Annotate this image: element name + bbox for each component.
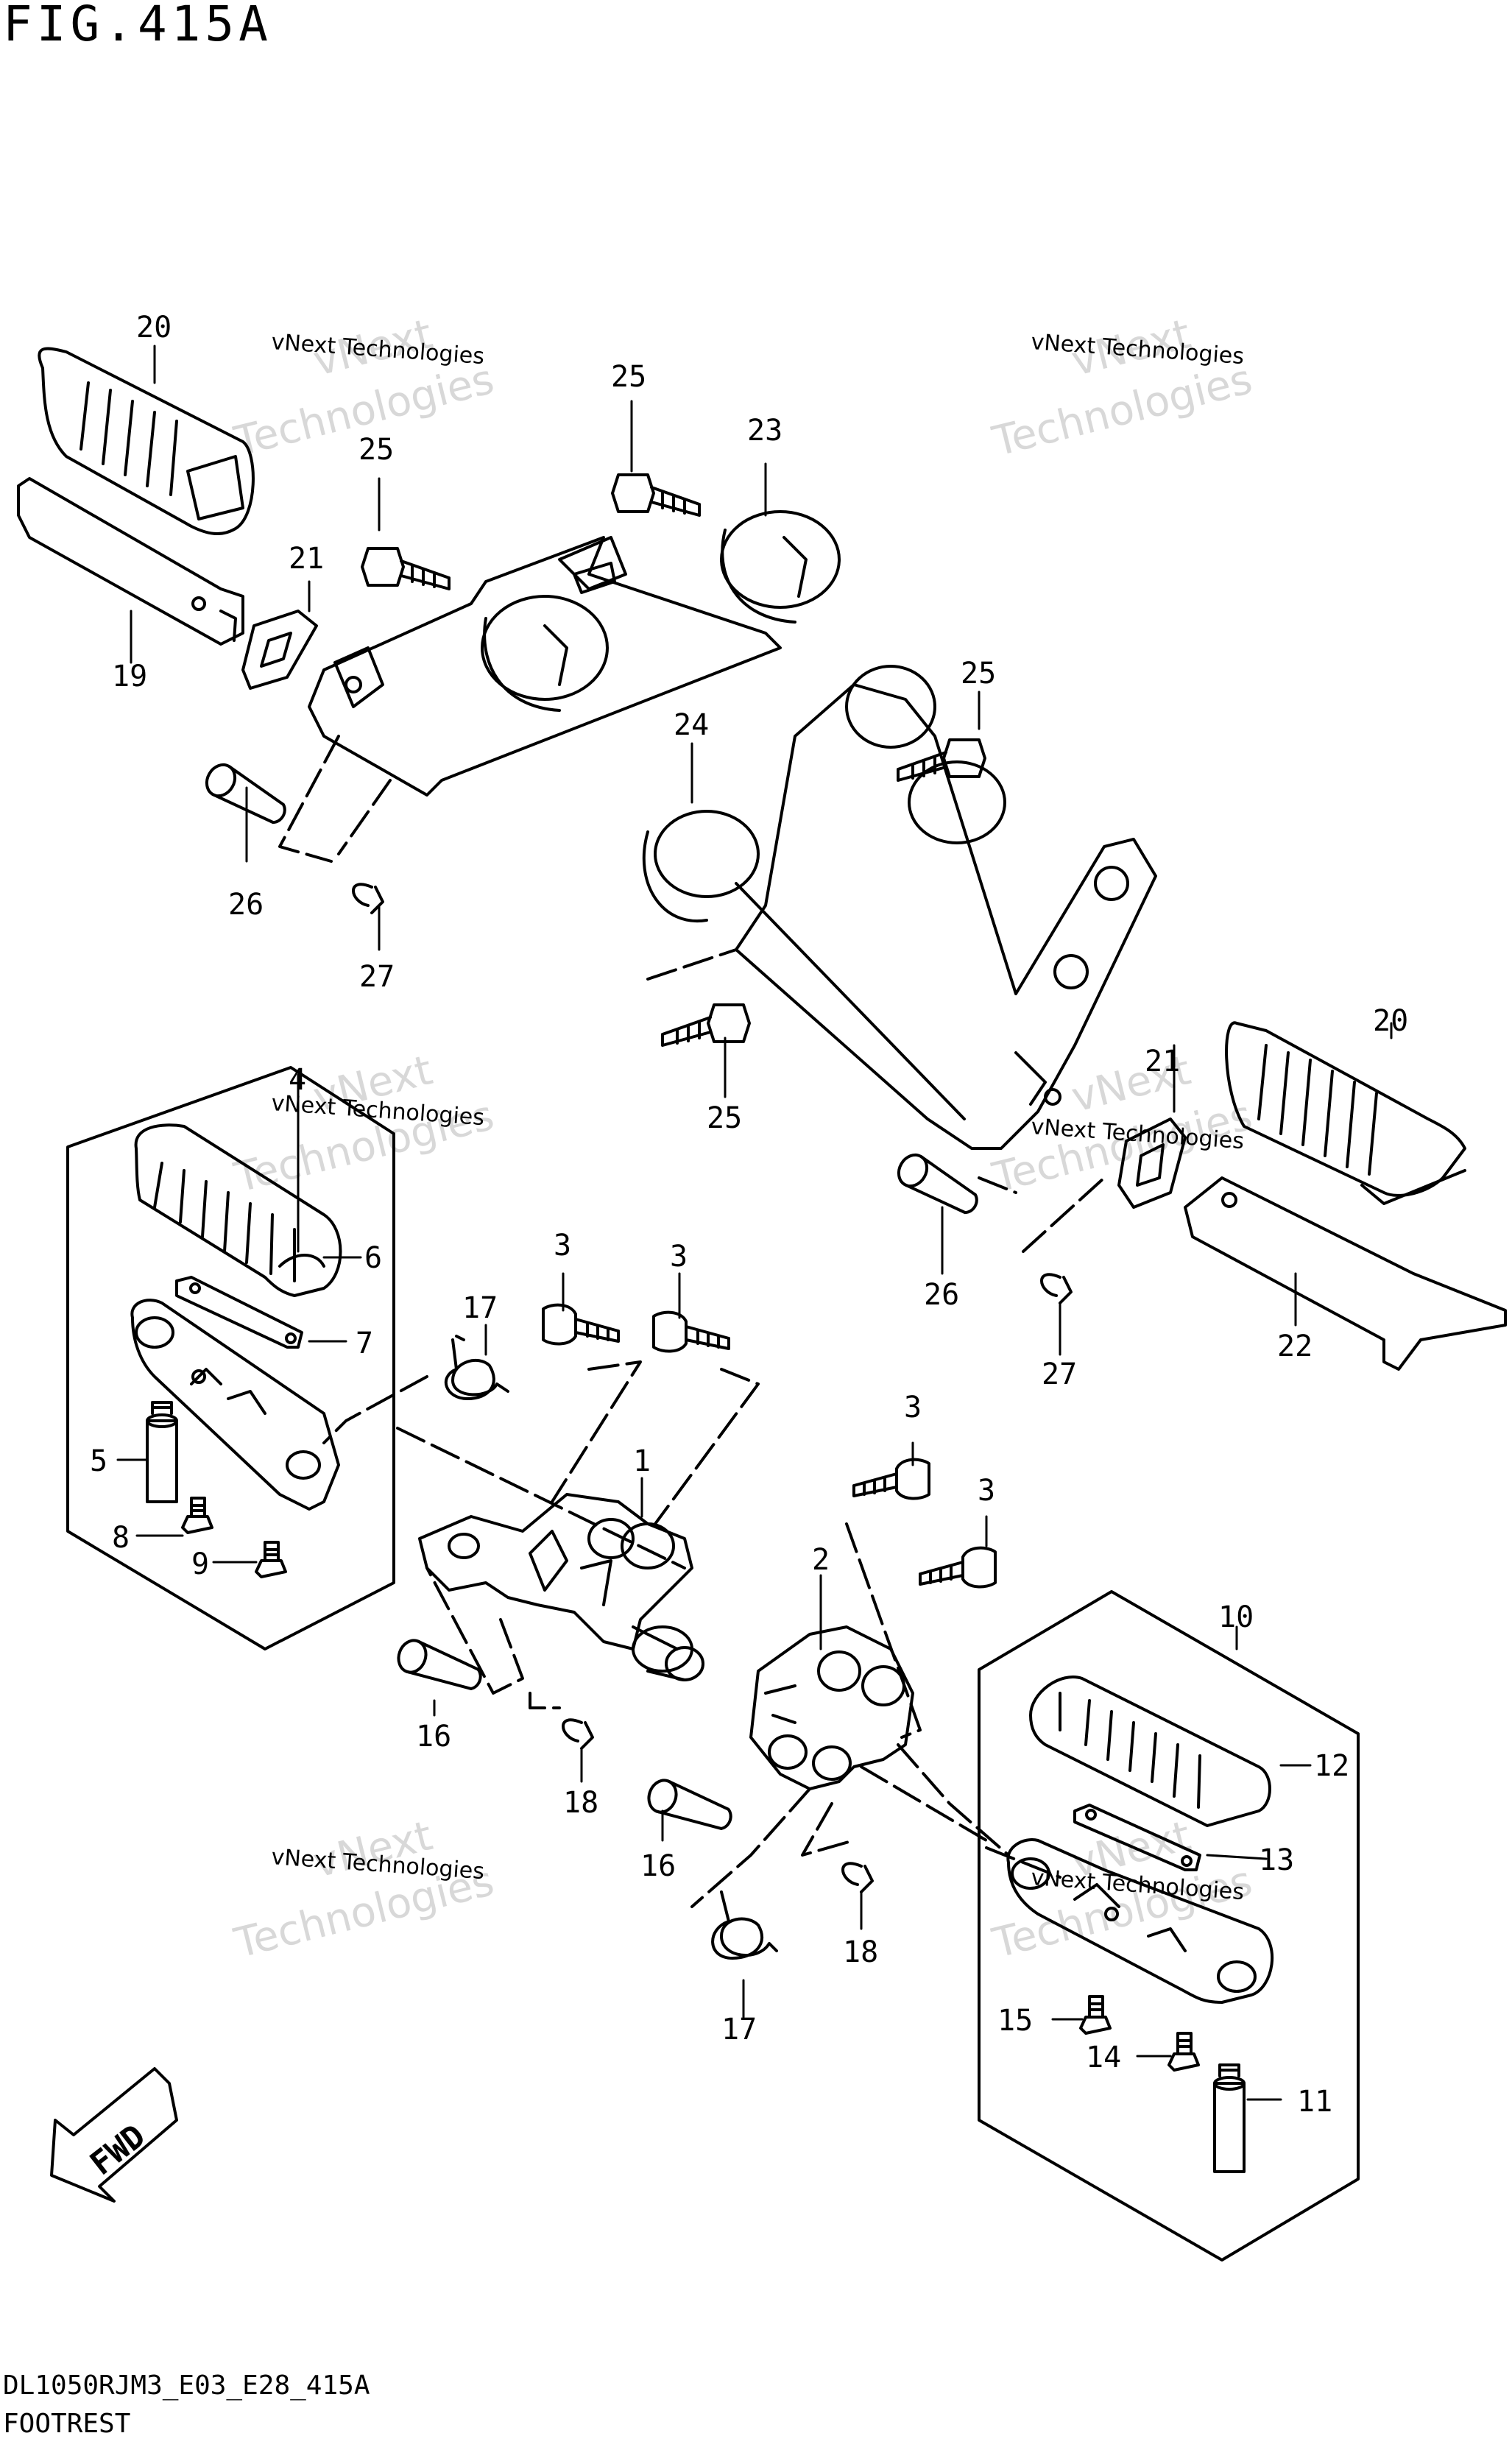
- callout-15: 15: [997, 2004, 1033, 2038]
- part-26-pin: [897, 1153, 978, 1215]
- callout-17: 17: [462, 1291, 498, 1325]
- callout-21: 21: [1145, 1045, 1180, 1078]
- callout-2: 2: [812, 1543, 830, 1577]
- part-21-left-washer: [241, 610, 318, 690]
- part-25-bolt: [661, 1003, 751, 1047]
- callout-12: 12: [1314, 1749, 1349, 1783]
- callout-labels: 1 2 3 3 3 3 4 5 6 7 8 9 10 11 12 13 14 1…: [90, 311, 1408, 2119]
- part-22-right-footpeg-bracket: [1184, 1176, 1507, 1371]
- watermark: vNext Technologies: [988, 1046, 1257, 1202]
- callout-26: 26: [924, 1278, 959, 1312]
- part-27-clip: [1040, 1273, 1073, 1304]
- part-3-bolt: [919, 1546, 997, 1589]
- callout-4: 4: [289, 1063, 306, 1097]
- part-3-bolt: [652, 1310, 730, 1353]
- fwd-label: FWD: [83, 2117, 152, 2183]
- fwd-arrow-icon: FWD: [50, 2067, 178, 2203]
- callout-27: 27: [1042, 1357, 1077, 1391]
- callout-10: 10: [1218, 1600, 1254, 1634]
- callout-18: 18: [843, 1935, 878, 1969]
- callout-11: 11: [1297, 2085, 1332, 2119]
- callout-9: 9: [191, 1547, 209, 1581]
- callout-25: 25: [961, 657, 996, 691]
- part-19-left-footpeg-bracket: [17, 477, 244, 646]
- callout-21: 21: [289, 542, 324, 576]
- watermark: vNext Technologies: [988, 310, 1257, 466]
- callout-14: 14: [1086, 2041, 1121, 2075]
- assembly-guide-lines-lower: [322, 1360, 1061, 1908]
- callout-7: 7: [356, 1327, 373, 1360]
- part-1-left-footrest-hanger: [418, 1493, 704, 1681]
- figure-code: DL1050RJM3_E03_E28_415A: [3, 2370, 370, 2401]
- part-13-plate: [1073, 1804, 1201, 1871]
- callout-27: 27: [359, 960, 395, 994]
- part-7-plate: [175, 1276, 303, 1349]
- callout-16: 16: [640, 1849, 676, 1883]
- part-3-bolt: [542, 1303, 620, 1346]
- part-6-footrest-rubber: [134, 1123, 342, 1297]
- callout-20: 20: [1373, 1004, 1408, 1038]
- callout-3: 3: [670, 1240, 688, 1274]
- part-10-footrest-kit-outline: [978, 1590, 1360, 2261]
- callout-20: 20: [136, 311, 172, 345]
- callout-25: 25: [707, 1101, 742, 1135]
- part-5-stud: [146, 1401, 178, 1503]
- part-3-bolt: [852, 1458, 930, 1500]
- callout-26: 26: [228, 888, 264, 922]
- part-17-spring: [711, 1890, 778, 1960]
- part-4-footrest-kit-outline: [66, 1066, 395, 1650]
- part-25-bolt: [361, 547, 451, 590]
- part-12-footrest-rubber: [1029, 1676, 1271, 1827]
- callout-3: 3: [554, 1229, 571, 1263]
- part-15-screw: [1079, 1995, 1112, 2035]
- part-18-clip: [841, 1862, 874, 1893]
- callout-3: 3: [978, 1474, 995, 1508]
- callout-16: 16: [416, 1720, 451, 1754]
- part-2-right-footrest-hanger: [749, 1625, 914, 1790]
- callout-3: 3: [904, 1391, 922, 1424]
- watermark: vNext Technologies: [230, 310, 499, 466]
- callout-25: 25: [358, 433, 394, 467]
- callout-6: 6: [364, 1241, 382, 1275]
- part-25-bolt: [611, 473, 701, 517]
- part-4-footrest-body: [130, 1299, 340, 1511]
- callout-19: 19: [112, 660, 147, 693]
- part-21-right-washer: [1117, 1117, 1187, 1209]
- part-23-rear-footrest-bracket: [308, 510, 841, 797]
- part-11-stud: [1213, 2063, 1246, 2173]
- part-8-screw: [181, 1497, 213, 1534]
- callout-5: 5: [90, 1444, 107, 1478]
- assembly-guide-lines-upper: [278, 735, 1106, 1253]
- callout-13: 13: [1259, 1843, 1294, 1877]
- part-26-pin: [205, 763, 286, 825]
- callout-18: 18: [563, 1786, 598, 1820]
- callout-leaders: [116, 345, 1393, 2101]
- figure-title: FIG.415A: [3, 0, 272, 52]
- callout-1: 1: [633, 1444, 651, 1478]
- callout-17: 17: [721, 2013, 757, 2047]
- part-16-pin: [397, 1639, 482, 1690]
- part-20-right-footpeg-rubber: [1225, 1021, 1466, 1205]
- part-10-footrest-body: [1006, 1838, 1274, 2004]
- part-9-screw: [255, 1541, 287, 1578]
- callout-22: 22: [1277, 1330, 1313, 1363]
- part-25-bolt: [897, 738, 986, 782]
- part-16-pin: [647, 1779, 732, 1830]
- callout-23: 23: [747, 414, 783, 448]
- part-24-right-footrest-bracket: [642, 665, 1157, 1150]
- part-27-clip: [352, 883, 384, 914]
- watermark: vNext Technologies: [230, 1812, 499, 1968]
- part-17-spring: [444, 1335, 509, 1400]
- part-20-left-footpeg-rubber: [38, 347, 255, 535]
- callout-8: 8: [112, 1521, 130, 1555]
- callout-24: 24: [674, 708, 709, 742]
- callout-25: 25: [611, 360, 646, 394]
- part-18-clip: [562, 1718, 594, 1750]
- figure-name: FOOTREST: [3, 2409, 131, 2439]
- part-14-screw: [1167, 2032, 1200, 2072]
